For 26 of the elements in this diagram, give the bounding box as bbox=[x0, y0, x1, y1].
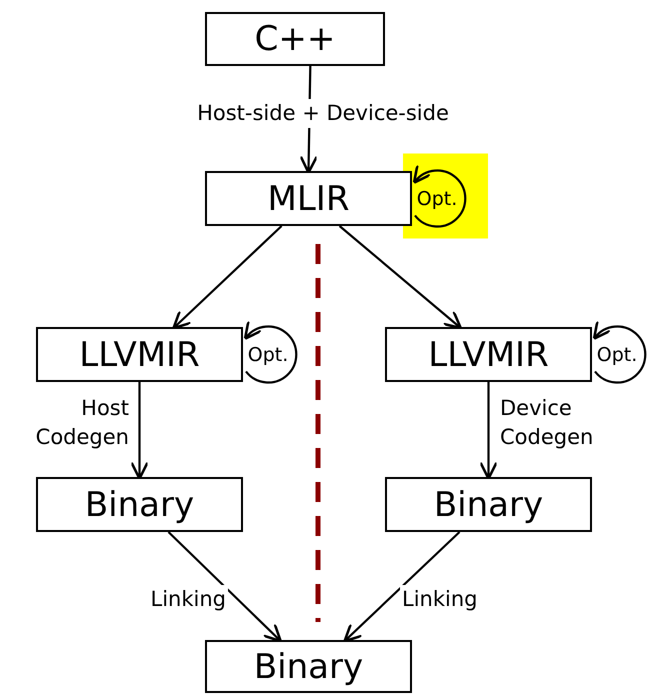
process-box bbox=[385, 327, 592, 382]
arrow bbox=[172, 225, 282, 330]
process-box bbox=[36, 477, 243, 532]
edge-label: Opt. bbox=[416, 188, 458, 210]
edge-label: Opt. bbox=[596, 344, 638, 366]
node-label: C++ bbox=[254, 19, 336, 59]
process-box bbox=[205, 171, 412, 226]
arrow bbox=[244, 320, 298, 384]
arrow bbox=[592, 320, 646, 384]
arrow bbox=[338, 225, 462, 330]
node-label: LLVMIR bbox=[428, 334, 549, 374]
process-box bbox=[36, 327, 243, 382]
node-label: Binary bbox=[434, 484, 544, 524]
node-label: MLIR bbox=[268, 178, 350, 218]
node-label: LLVMIR bbox=[79, 334, 200, 374]
arrow bbox=[479, 382, 498, 480]
arrow bbox=[130, 382, 149, 480]
node-label: Binary bbox=[254, 646, 364, 686]
process-box bbox=[205, 640, 412, 693]
node-label: Binary bbox=[84, 484, 194, 524]
arrow bbox=[168, 531, 282, 642]
process-box bbox=[205, 12, 385, 66]
process-box bbox=[385, 477, 592, 532]
arrow bbox=[343, 531, 460, 642]
arrow bbox=[412, 164, 466, 228]
edge-label: Opt. bbox=[248, 344, 288, 366]
